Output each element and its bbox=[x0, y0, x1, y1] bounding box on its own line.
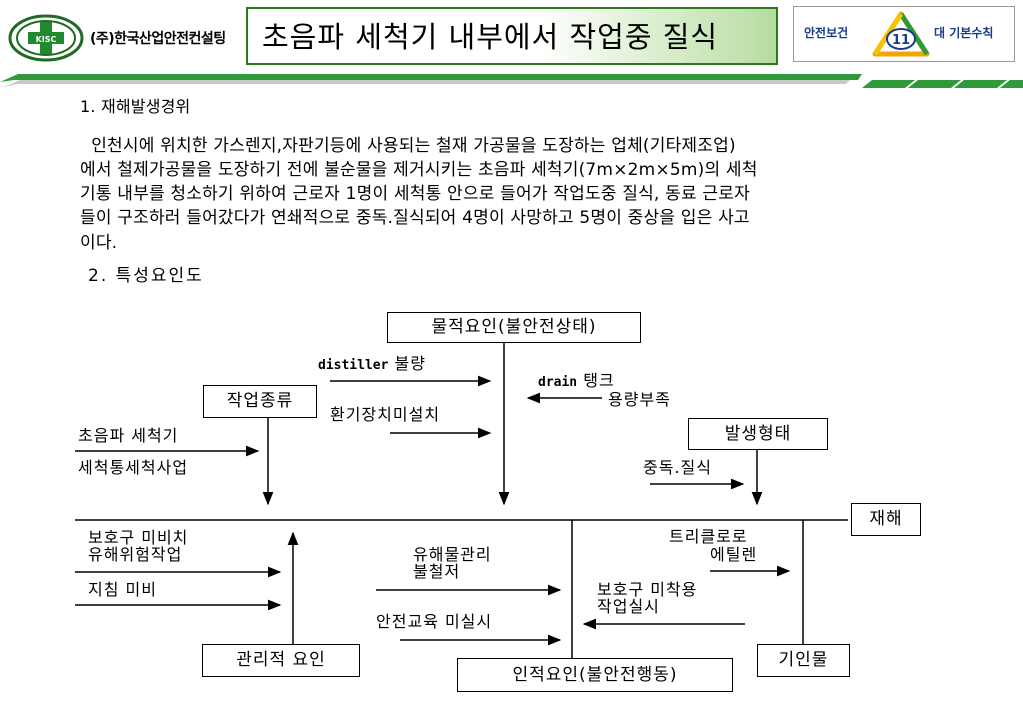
human-label-insufficient: 불철저 bbox=[413, 562, 461, 581]
management-label-guideline: 지침 미비 bbox=[88, 580, 157, 599]
kisc-emblem-icon: KISC bbox=[8, 14, 84, 62]
human-label-training: 안전교육 미실시 bbox=[376, 612, 493, 631]
material-label-capacity: 용량부족 bbox=[608, 390, 671, 409]
agent-label-ethylene: 에틸렌 bbox=[710, 545, 758, 564]
paragraph-line: 들이 구조하러 들어갔다가 연쇄적으로 중독.질식되어 4명이 사망하고 5명이… bbox=[80, 208, 750, 228]
paragraph-line: 인천시에 위치한 가스렌지,자판기등에 사용되는 철재 가공물을 도장하는 업체… bbox=[80, 136, 736, 156]
company-logo: KISC (주)한국산업안전컨설팅 bbox=[8, 12, 238, 64]
worktype-label-ultrasonic: 초음파 세척기 bbox=[78, 426, 179, 445]
logo-mark: KISC bbox=[36, 35, 57, 44]
company-name: (주)한국산업안전컨설팅 bbox=[90, 31, 226, 47]
worktype-label-cleaning: 세척통세척사업 bbox=[78, 458, 189, 477]
material-label-drain: drain 탱크 bbox=[538, 372, 615, 392]
paragraph-line: 이다. bbox=[80, 233, 118, 253]
management-label-hazard-work: 유해위험작업 bbox=[88, 545, 183, 564]
category-box-management: 관리적 요인 bbox=[202, 644, 360, 677]
human-label-hazmat: 유해물관리 bbox=[413, 545, 492, 564]
slogan-number: 11 bbox=[892, 33, 910, 48]
material-prefix-distiller: distiller bbox=[318, 358, 389, 373]
category-box-occurrence: 발생형태 bbox=[688, 418, 828, 450]
paragraph-line: 에서 철제가공물을 도장하기 전에 불순물을 제거시키는 초음파 세척기(7m×… bbox=[80, 160, 758, 180]
material-text-tank: 탱크 bbox=[583, 371, 615, 390]
material-label-distiller: distiller 불량 bbox=[318, 355, 426, 375]
category-box-human: 인적요인(불안전행동) bbox=[457, 658, 733, 692]
agent-label-trichloro: 트리클로로 bbox=[669, 527, 748, 546]
section-heading-fishbone: 2. 특성요인도 bbox=[88, 266, 204, 286]
slogan-left-text: 안전보건 bbox=[804, 26, 849, 40]
agent-label-work: 작업실시 bbox=[597, 597, 660, 616]
category-box-work-type: 작업종류 bbox=[203, 385, 317, 418]
triangle-emblem-icon: 11 bbox=[872, 11, 930, 57]
section-heading-accident-history: 1. 재해발생경위 bbox=[80, 97, 191, 116]
material-text-defect: 불량 bbox=[394, 354, 426, 373]
material-prefix-drain: drain bbox=[538, 375, 578, 390]
material-label-ventilation: 환기장치미설치 bbox=[330, 405, 441, 424]
category-box-agent: 기인물 bbox=[757, 644, 850, 677]
result-box-accident: 재해 bbox=[851, 503, 921, 536]
header-divider bbox=[0, 74, 1023, 88]
management-label-ppe: 보호구 미비치 bbox=[88, 528, 189, 547]
safety-slogan-badge: 안전보건 11 대 기본수칙 bbox=[793, 6, 1015, 62]
paragraph-line: 기통 내부를 청소하기 위하여 근로자 1명이 세척통 안으로 들어가 작업도중… bbox=[80, 184, 750, 204]
slogan-right-text: 대 기본수칙 bbox=[934, 26, 994, 40]
page-title: 초음파 세척기 내부에서 작업중 질식 bbox=[246, 7, 778, 65]
agent-label-no-ppe: 보호구 미착용 bbox=[597, 580, 698, 599]
occurrence-label: 중독.질식 bbox=[643, 458, 712, 477]
category-box-material: 물적요인(불안전상태) bbox=[387, 312, 641, 343]
